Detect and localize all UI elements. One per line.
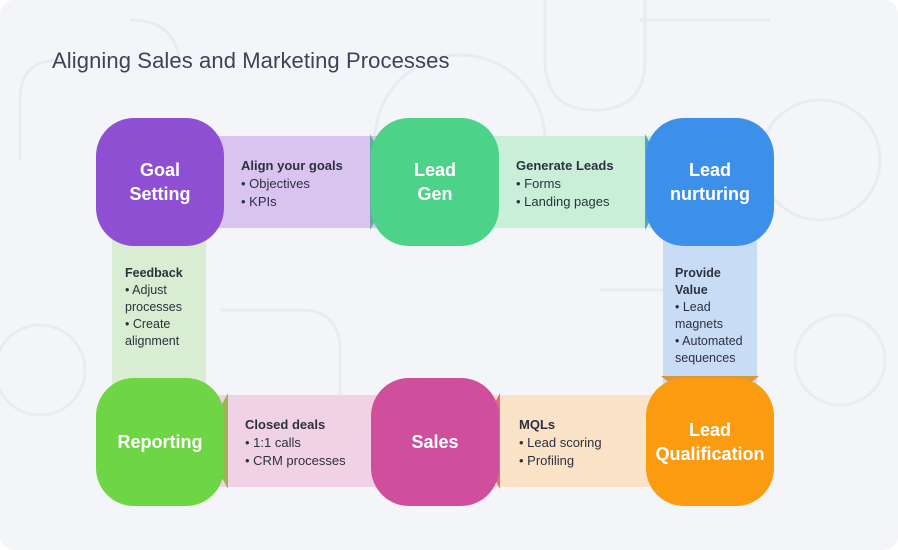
label-mqls-heading: MQLs <box>519 417 556 432</box>
label-mqls: MQLs • Lead scoring • Profiling <box>519 416 602 470</box>
label-feedback-item: • Create <box>125 317 171 331</box>
label-generate-leads-heading: Generate Leads <box>516 158 614 173</box>
label-closed-deals: Closed deals • 1:1 calls • CRM processes <box>245 416 346 470</box>
node-lead-nurturing-line2: nurturing <box>670 184 750 204</box>
node-lead-nurturing-line1: Lead <box>688 160 731 180</box>
label-provide-value-heading-line1: Provide <box>675 266 721 280</box>
node-goal-setting-line1: Goal <box>139 160 180 180</box>
band-closed-deals <box>218 395 388 487</box>
label-feedback-heading: Feedback <box>125 266 183 280</box>
node-lead-nurturing: Lead nurturing <box>646 118 774 246</box>
node-sales-label: Sales <box>411 432 459 452</box>
node-goal-setting-line2: Setting <box>129 184 191 204</box>
label-feedback-item: • Adjust <box>125 283 167 297</box>
label-generate-leads: Generate Leads • Forms • Landing pages <box>516 157 614 211</box>
label-provide-value-item: • Automated <box>675 334 743 348</box>
node-lead-gen-line1: Lead <box>413 160 456 180</box>
label-feedback-item: alignment <box>125 334 180 348</box>
node-reporting-label: Reporting <box>117 432 203 452</box>
node-reporting: Reporting <box>96 378 224 506</box>
node-lead-gen-line2: Gen <box>417 184 453 204</box>
label-align-goals-heading: Align your goals <box>241 158 343 173</box>
label-mqls-item: • Lead scoring <box>519 435 602 450</box>
label-mqls-item: • Profiling <box>519 453 575 468</box>
label-provide-value-heading-line2: Value <box>675 283 708 297</box>
band-provide-value <box>663 232 757 388</box>
node-lead-qualification-line2: Qualification <box>655 444 765 464</box>
label-provide-value: Provide Value • Lead magnets • Automated… <box>675 265 743 367</box>
label-align-goals-item: • KPIs <box>241 194 277 209</box>
label-closed-deals-heading: Closed deals <box>245 417 326 432</box>
label-feedback: Feedback • Adjust processes • Create ali… <box>125 265 183 350</box>
label-provide-value-item: • Lead <box>675 300 711 314</box>
band-mqls <box>485 395 660 487</box>
label-closed-deals-item: • CRM processes <box>245 453 346 468</box>
node-sales: Sales <box>371 378 499 506</box>
label-generate-leads-item: • Forms <box>516 176 561 191</box>
page-title: Aligning Sales and Marketing Processes <box>52 48 450 73</box>
band-align-goals <box>205 136 385 228</box>
label-generate-leads-item: • Landing pages <box>516 194 610 209</box>
node-lead-qualification-line1: Lead <box>688 420 731 440</box>
label-align-goals: Align your goals • Objectives • KPIs <box>241 157 343 211</box>
label-provide-value-item: sequences <box>675 351 736 365</box>
label-provide-value-item: magnets <box>675 317 723 331</box>
label-feedback-item: processes <box>125 300 182 314</box>
label-closed-deals-item: • 1:1 calls <box>245 435 301 450</box>
label-align-goals-item: • Objectives <box>241 176 310 191</box>
band-feedback <box>112 232 206 392</box>
band-generate-leads <box>490 136 660 228</box>
